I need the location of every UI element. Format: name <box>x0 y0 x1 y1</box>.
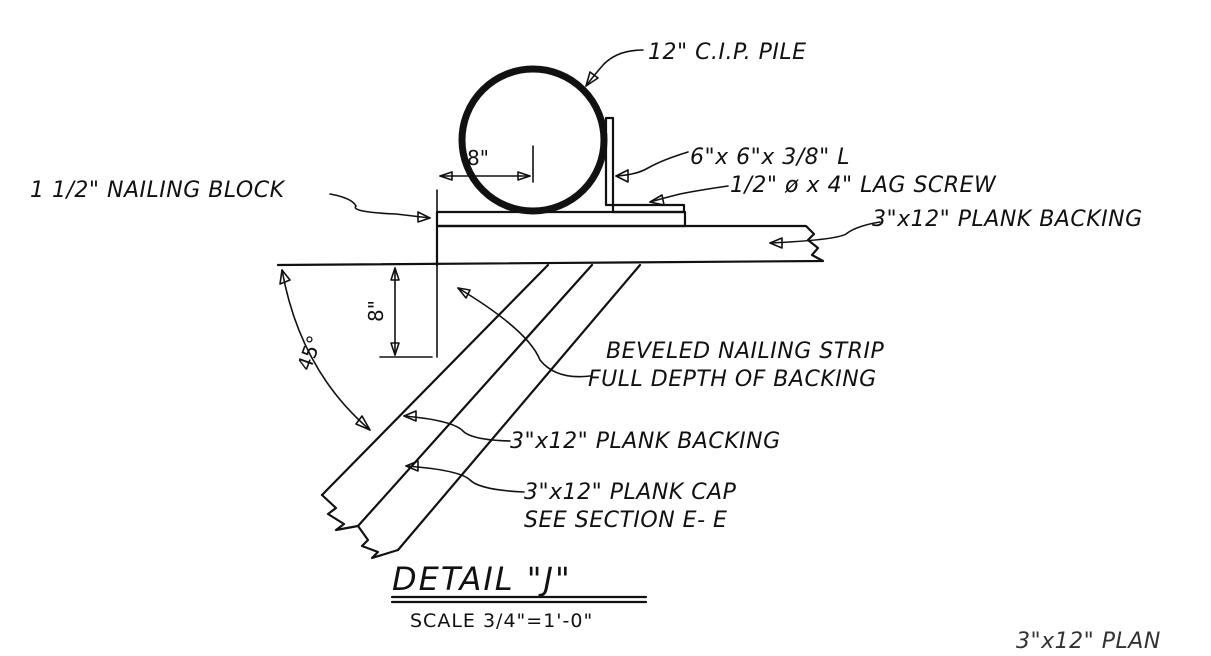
width-dim-label: 8" <box>467 146 489 170</box>
angle-dimension: 45° <box>279 269 371 431</box>
width-dimension: 8" <box>439 145 534 183</box>
beveled-strip-label-2: FULL DEPTH OF BACKING <box>588 367 877 392</box>
plank-backing-top-label: 3"x12" PLANK BACKING <box>872 207 1143 232</box>
cip-pile-circle <box>458 65 608 215</box>
plank-cap-label-2: SEE SECTION E- E <box>524 508 727 533</box>
nailing-block <box>435 210 687 228</box>
scale-label: SCALE 3/4"=1'-0" <box>410 610 593 632</box>
detail-title: DETAIL "J" <box>392 560 572 598</box>
angle-dim-label: 45° <box>292 332 327 374</box>
plank-cap-label-1: 3"x12" PLANK CAP <box>524 480 737 505</box>
height-dim-label: 8" <box>364 300 388 322</box>
height-dimension: 8" <box>364 267 433 358</box>
diagonal-planks <box>320 263 642 560</box>
steel-angle <box>604 116 686 214</box>
pile-label: 12" C.I.P. PILE <box>648 40 807 65</box>
nailing-block-label: 1 1/2" NAILING BLOCK <box>30 178 286 203</box>
leaders <box>329 49 881 493</box>
beveled-strip-label-1: BEVELED NAILING STRIP <box>606 339 884 364</box>
cut-off-label: 3"x12" PLAN <box>1016 629 1161 654</box>
plank-backing-horizontal <box>276 224 825 267</box>
lag-screw-label: 1/2" ø x 4" LAG SCREW <box>730 173 997 198</box>
angle-label: 6"x 6"x 3/8" L <box>690 145 850 170</box>
plank-backing-diag-label: 3"x12" PLANK BACKING <box>510 429 781 454</box>
title-block: DETAIL "J" SCALE 3/4"=1'-0" <box>390 560 648 632</box>
